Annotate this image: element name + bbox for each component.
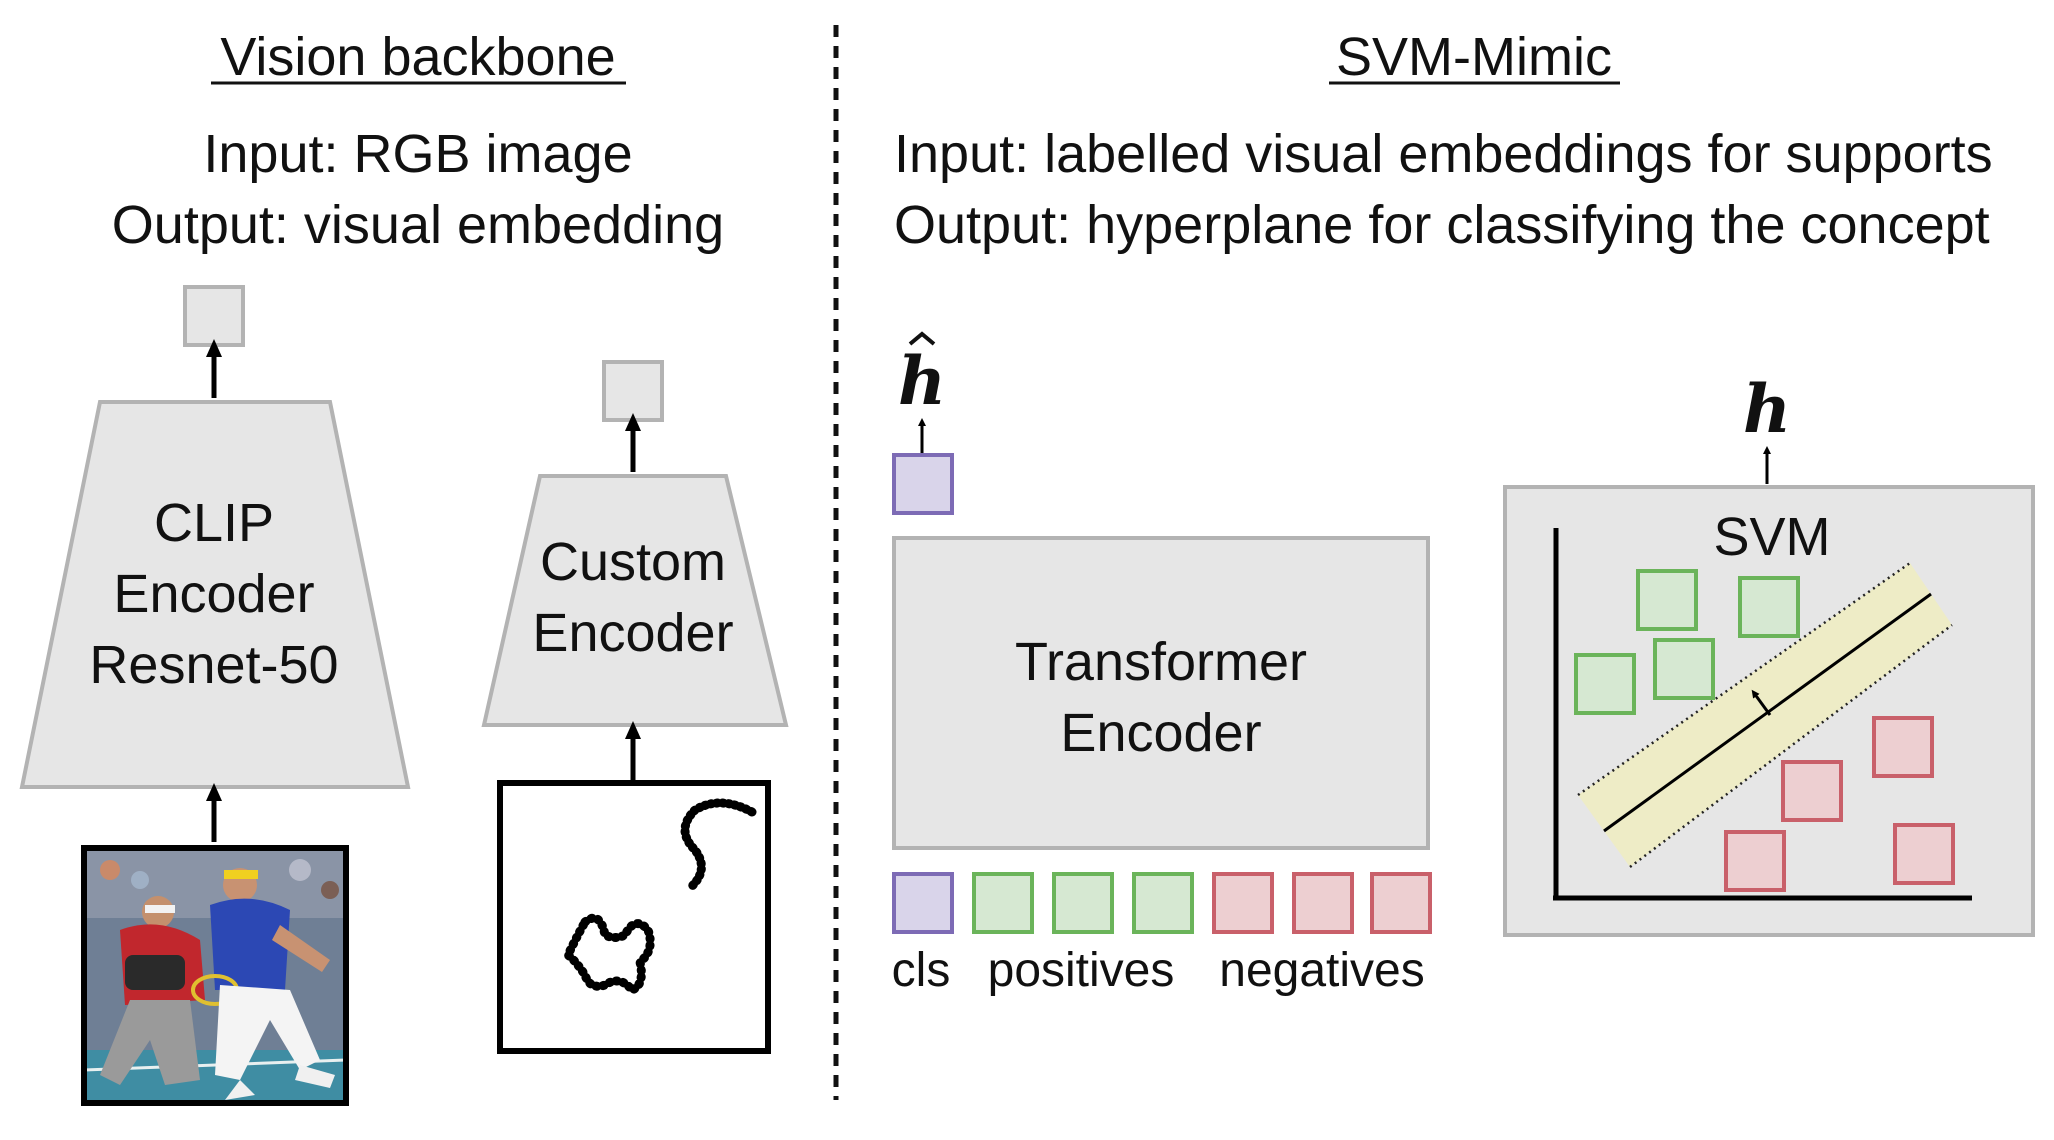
svm-mimic-title: SVM-Mimic [1336, 27, 1612, 87]
svm-positive-point [1738, 576, 1800, 638]
clip-encoder-trapezoid [19, 400, 411, 789]
positive-token [1132, 872, 1194, 934]
svm-negative-point [1781, 760, 1843, 822]
clip-encoder-label-2: Encoder [113, 564, 314, 624]
positive-token [972, 872, 1034, 934]
svm-positive-point [1653, 638, 1715, 700]
svm-positive-point [1574, 653, 1636, 715]
margin-boundary-lower [1629, 624, 1953, 868]
svm-negative-point [1893, 823, 1955, 885]
cls-label: cls [892, 944, 951, 997]
rgb-image-photo [81, 845, 349, 1106]
transformer-label-2: Encoder [1060, 703, 1261, 763]
h-hat-caret [908, 331, 936, 346]
custom-encoder-label-1: Custom [540, 532, 726, 592]
sketch-input-image [497, 780, 771, 1054]
vision-backbone-title: Vision backbone [220, 27, 615, 87]
cls-token [892, 872, 954, 934]
svm-negative-point [1872, 716, 1934, 778]
negative-token [1212, 872, 1274, 934]
positive-token [1052, 872, 1114, 934]
left-input-text: Input: RGB image [203, 124, 632, 184]
negative-token [1292, 872, 1354, 934]
clip-encoder-label-1: CLIP [154, 493, 274, 553]
custom-encoder-trapezoid [481, 474, 789, 727]
svm-label: SVM [1713, 507, 1830, 567]
right-input-text: Input: labelled visual embeddings for su… [894, 124, 1993, 184]
left-output-text: Output: visual embedding [112, 195, 724, 255]
margin-boundary-upper [1577, 561, 1911, 797]
custom-embedding-square [602, 360, 664, 422]
h-hat-symbol: h [898, 342, 946, 420]
negatives-label: negatives [1219, 944, 1424, 997]
svm-negative-point [1724, 830, 1786, 892]
custom-encoder-label-2: Encoder [532, 603, 733, 663]
positives-label: positives [988, 944, 1175, 997]
svm-positive-point [1636, 569, 1698, 631]
clip-embedding-square [183, 285, 245, 347]
transformer-label-1: Transformer [1015, 632, 1307, 692]
transformer-encoder-box [892, 536, 1430, 850]
negative-token [1370, 872, 1432, 934]
cls-output-square [892, 453, 954, 515]
h-symbol: h [1743, 370, 1791, 448]
hyperplane-normal-arrow [1751, 689, 1772, 716]
right-output-text: Output: hyperplane for classifying the c… [894, 195, 1990, 255]
clip-encoder-label-3: Resnet-50 [89, 635, 338, 695]
